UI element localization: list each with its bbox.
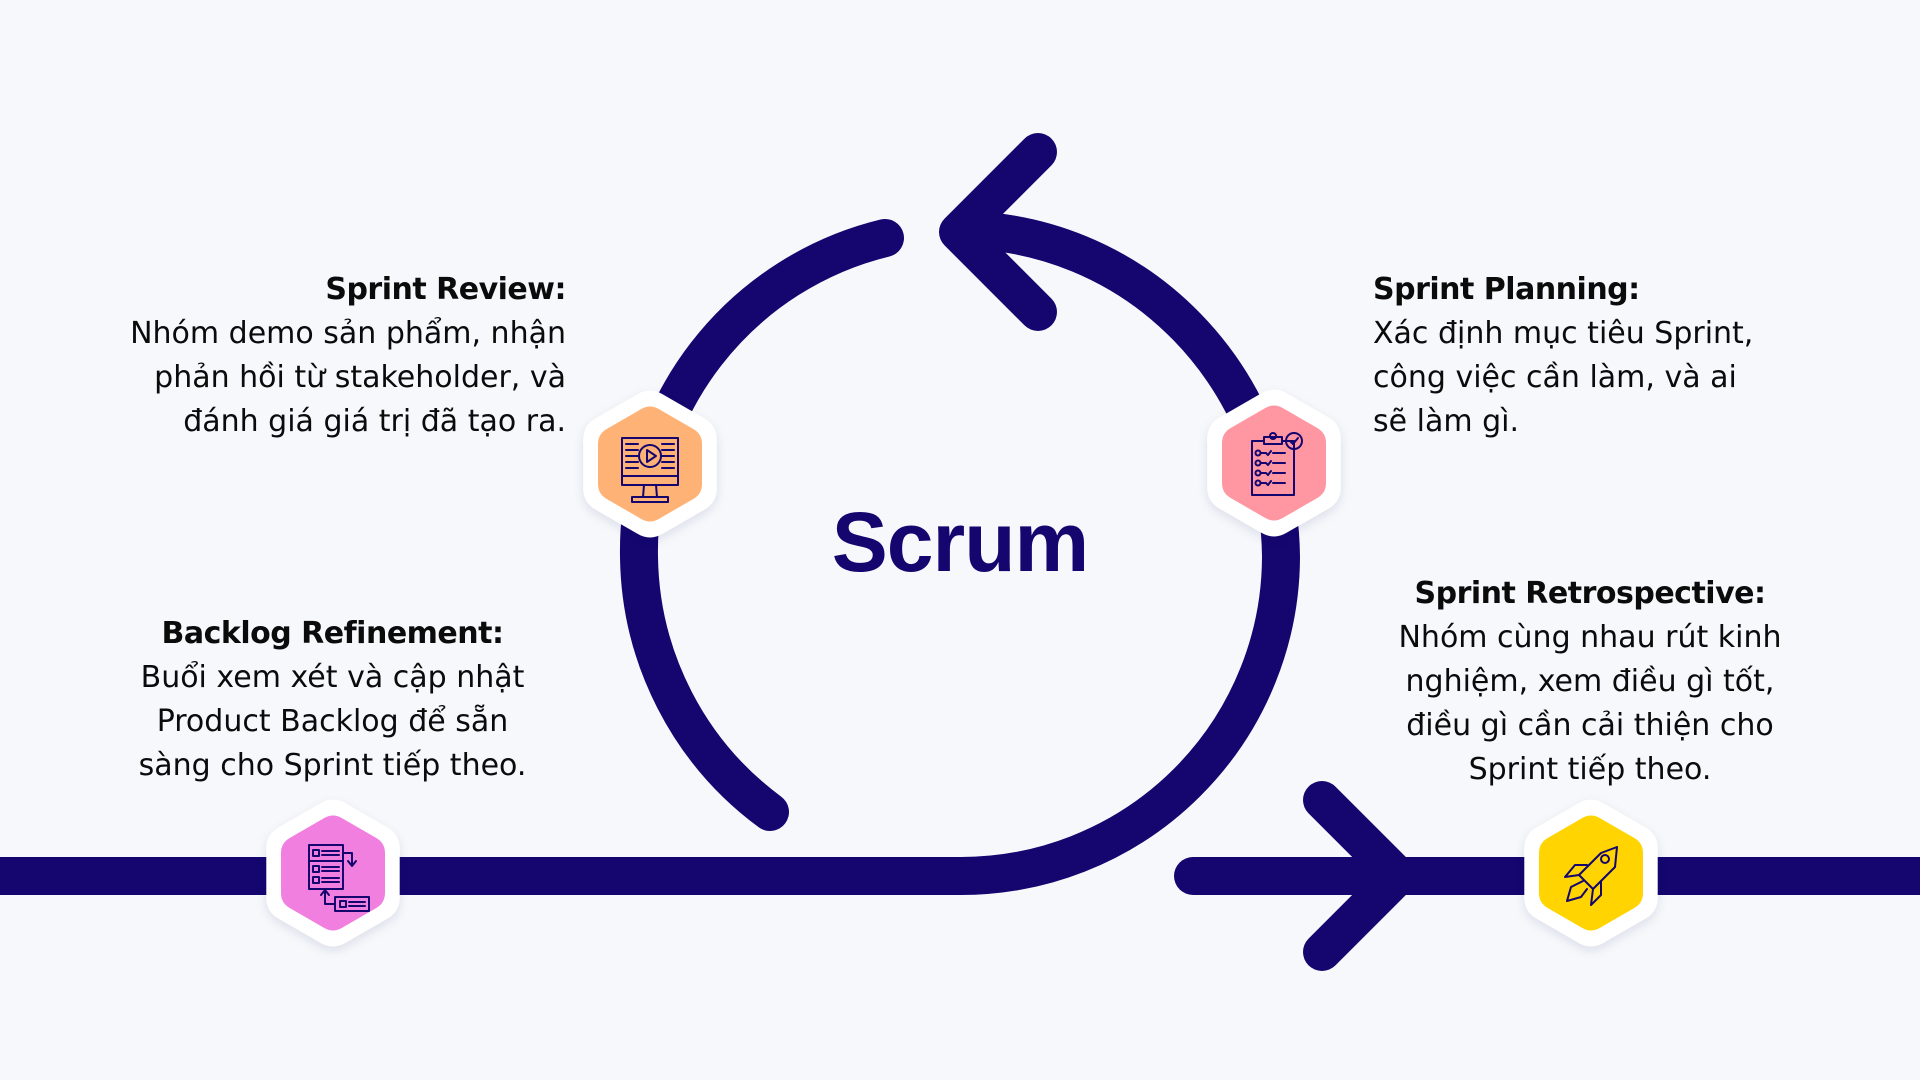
sprint-planning-desc-line: Xác định mục tiêu Sprint, (1373, 316, 1754, 351)
sprint-planning-desc-line: công việc cần làm, và ai (1373, 360, 1737, 395)
sprint-retrospective-heading: Sprint Retrospective: (1414, 576, 1766, 611)
sprint-review-heading: Sprint Review: (325, 272, 566, 307)
rocket-icon (1564, 846, 1618, 906)
loop-top-arrowhead (939, 133, 1057, 331)
sprint-planning-badge (1204, 385, 1344, 541)
outgoing-arrowhead (1303, 781, 1417, 971)
backlog-refinement-desc-line: Product Backlog để sẵn (156, 704, 509, 739)
sprint-retrospective-hexagon-fill (1539, 815, 1643, 931)
sprint-retrospective-desc-line: Nhóm cùng nhau rút kinh (1398, 620, 1782, 655)
backlog-refinement-desc-line: sàng cho Sprint tiếp theo. (138, 748, 527, 783)
sprint-retrospective-hexagon (1524, 799, 1658, 947)
backlog-refinement-desc-line: Buổi xem xét và cập nhật (140, 660, 525, 695)
sprint-retrospective-desc-line: nghiệm, xem điều gì tốt, (1405, 664, 1775, 699)
sprint-retrospective-desc-line: Sprint tiếp theo. (1468, 752, 1712, 787)
backlog-refinement-text: Backlog Refinement: Buổi xem xét và cập … (90, 612, 575, 788)
sprint-retrospective-desc-line: điều gì cần cải thiện cho (1406, 708, 1774, 743)
sprint-review-desc-line: phản hồi từ stakeholder, và (154, 360, 566, 395)
loop-right-arc (941, 211, 1300, 896)
sprint-review-text: Sprint Review: Nhóm demo sản phẩm, nhận … (130, 268, 566, 444)
backlog-refinement-heading: Backlog Refinement: (161, 616, 504, 651)
backlog-list-icon (308, 844, 370, 912)
sprint-review-desc-line: Nhóm demo sản phẩm, nhận (130, 316, 566, 351)
sprint-retrospective-text: Sprint Retrospective: Nhóm cùng nhau rút… (1340, 572, 1840, 792)
sprint-retrospective-badge (1521, 795, 1661, 951)
sprint-review-desc-line: đánh giá giá trị đã tạo ra. (183, 404, 566, 439)
sprint-planning-text: Sprint Planning: Xác định mục tiêu Sprin… (1373, 268, 1753, 444)
sprint-review-badge (580, 386, 720, 542)
sprint-review-hexagon-fill (598, 406, 702, 522)
sprint-planning-hexagon (1207, 389, 1341, 537)
backlog-refinement-hexagon (266, 799, 400, 947)
sprint-planning-desc-line: sẽ làm gì. (1373, 404, 1520, 439)
sprint-planning-heading: Sprint Planning: (1373, 272, 1640, 307)
monitor-play-icon (621, 437, 679, 503)
clipboard-checklist-icon (1251, 432, 1303, 496)
sprint-review-hexagon (583, 390, 717, 538)
backlog-refinement-badge (263, 795, 403, 951)
diagram-title: Scrum (831, 495, 1089, 589)
